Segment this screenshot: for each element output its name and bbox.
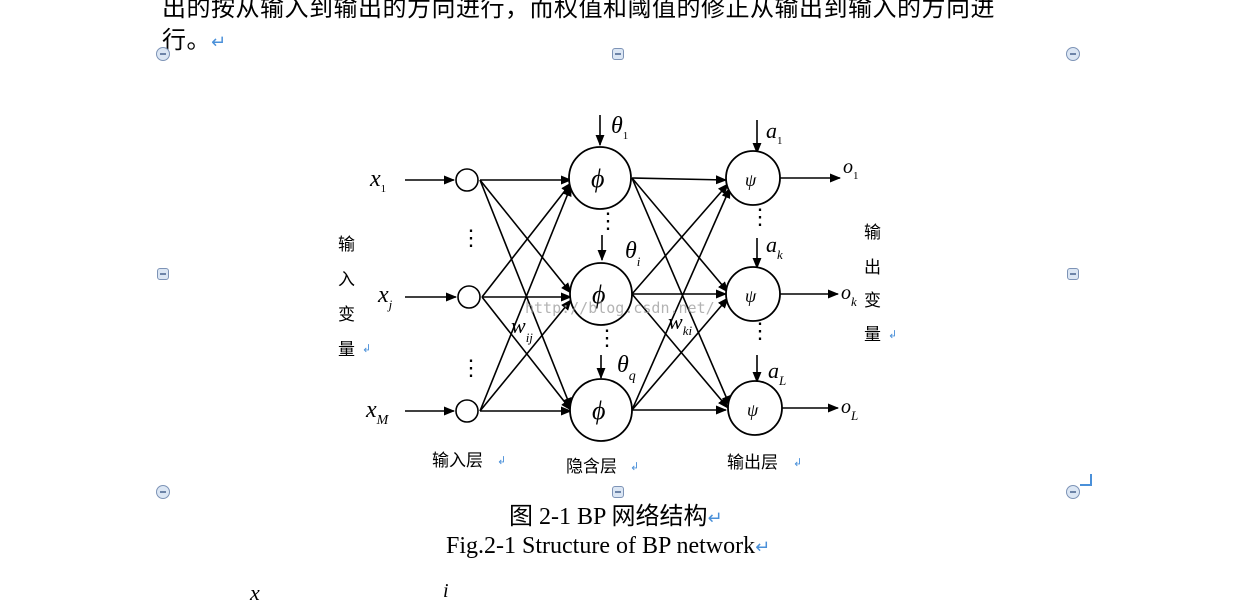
- ellipsis-input-2: ⋮: [460, 355, 482, 380]
- theta-label-q: θq: [617, 352, 636, 384]
- paragraph-end-text: 行。: [162, 28, 211, 54]
- a-label-l: aL: [768, 358, 786, 388]
- input-node-j: [457, 285, 481, 309]
- output-var-char-1: 输: [864, 223, 881, 243]
- resize-handle-bottom-left[interactable]: [156, 485, 170, 499]
- para-mark-layer-input: ↲: [497, 454, 506, 467]
- ellipsis-hidden-1: ⋮: [597, 208, 619, 233]
- input-var-char-4: 量: [338, 340, 355, 360]
- output-var-char-2: 出: [864, 258, 881, 278]
- resize-handle-top-right[interactable]: [1066, 47, 1080, 61]
- caption-en: Fig.2-1 Structure of BP network↵: [446, 533, 770, 560]
- resize-handle-top-middle[interactable]: [612, 48, 624, 60]
- hidden-symbol-1: ϕ: [591, 164, 604, 193]
- output-label-k: ok: [841, 282, 857, 309]
- layer-label-input: 输入层: [432, 451, 483, 471]
- paragraph-line-end: 行。↵: [162, 20, 227, 55]
- output-symbol-k: ψ: [745, 286, 757, 306]
- hidden-symbol-q: ϕ: [592, 396, 605, 425]
- caption-cn-text: 图 2-1 BP 网络结构: [509, 504, 708, 530]
- input-label-j: xj: [377, 282, 393, 312]
- resize-handle-top-left[interactable]: [156, 47, 170, 61]
- hidden-symbol-i: ϕ: [592, 280, 605, 309]
- para-mark-layer-hidden: ↲: [630, 460, 639, 473]
- output-symbol-l: ψ: [747, 400, 759, 420]
- output-node-k: [725, 266, 781, 322]
- input-node-1: [455, 168, 479, 192]
- output-symbol-1: ψ: [745, 170, 757, 190]
- anchor-mark-icon: [1080, 474, 1092, 486]
- input-var-char-1: 输: [338, 235, 355, 255]
- theta-label-1: θ1: [611, 113, 628, 142]
- input-var-char-3: 变: [338, 305, 355, 325]
- ellipsis-output-2: ⋮: [749, 318, 771, 343]
- input-layer-nodes: [455, 168, 481, 423]
- output-var-char-3: 变: [864, 291, 881, 311]
- hidden-node-i: [569, 262, 633, 326]
- ellipsis-output-1: ⋮: [749, 204, 771, 229]
- weight-ho-label: wki: [668, 309, 692, 338]
- output-layer-nodes: [725, 150, 783, 436]
- watermark: http://blog.csdn.net/: [525, 299, 715, 317]
- input-label-m: xM: [365, 397, 390, 428]
- weight-ih-label: wij: [511, 313, 533, 345]
- resize-handle-middle-left[interactable]: [157, 268, 169, 280]
- paragraph-mark-icon: ↵: [211, 32, 227, 53]
- para-mark-output-var: ↲: [888, 328, 897, 341]
- layer-label-hidden: 隐含层: [566, 457, 617, 477]
- hidden-node-1: [568, 146, 632, 210]
- a-label-1: a1: [766, 118, 783, 147]
- bottom-fragment-i: i: [443, 580, 449, 602]
- resize-handle-bottom-middle[interactable]: [612, 486, 624, 498]
- a-label-k: ak: [766, 232, 783, 262]
- output-label-1: o1: [843, 156, 859, 182]
- hidden-node-q: [569, 378, 633, 442]
- input-var-char-2: 入: [338, 270, 355, 290]
- resize-handle-middle-right[interactable]: [1067, 268, 1079, 280]
- para-mark-input-var: ↲: [362, 342, 371, 355]
- paragraph-text: 出的按从输入到输出的方向进行，而权值和阈值的修正从输出到输入的方向进: [162, 0, 995, 22]
- resize-handle-bottom-right[interactable]: [1066, 485, 1080, 499]
- input-node-m: [455, 399, 479, 423]
- output-var-char-4: 量: [864, 325, 881, 345]
- output-node-1: [725, 150, 781, 206]
- hidden-layer-nodes: [568, 146, 633, 442]
- theta-label-i: θi: [625, 238, 641, 269]
- para-mark-layer-output: ↲: [793, 456, 802, 469]
- connections: [405, 115, 842, 416]
- ellipsis-input-1: ⋮: [460, 225, 482, 250]
- caption-en-mark-icon: ↵: [755, 537, 771, 558]
- output-label-l: oL: [841, 396, 858, 423]
- caption-en-text: Fig.2-1 Structure of BP network: [446, 533, 756, 559]
- ellipsis-hidden-2: ⋮: [596, 325, 618, 350]
- input-label-1: x1: [369, 166, 386, 195]
- bottom-fragment-x: x: [250, 580, 260, 605]
- caption-cn: 图 2-1 BP 网络结构↵: [509, 496, 723, 531]
- output-node-l: [727, 380, 783, 436]
- layer-label-output: 输出层: [727, 453, 778, 473]
- caption-cn-mark-icon: ↵: [707, 508, 723, 529]
- paragraph-line: 出的按从输入到输出的方向进行，而权值和阈值的修正从输出到输入的方向进: [162, 0, 995, 23]
